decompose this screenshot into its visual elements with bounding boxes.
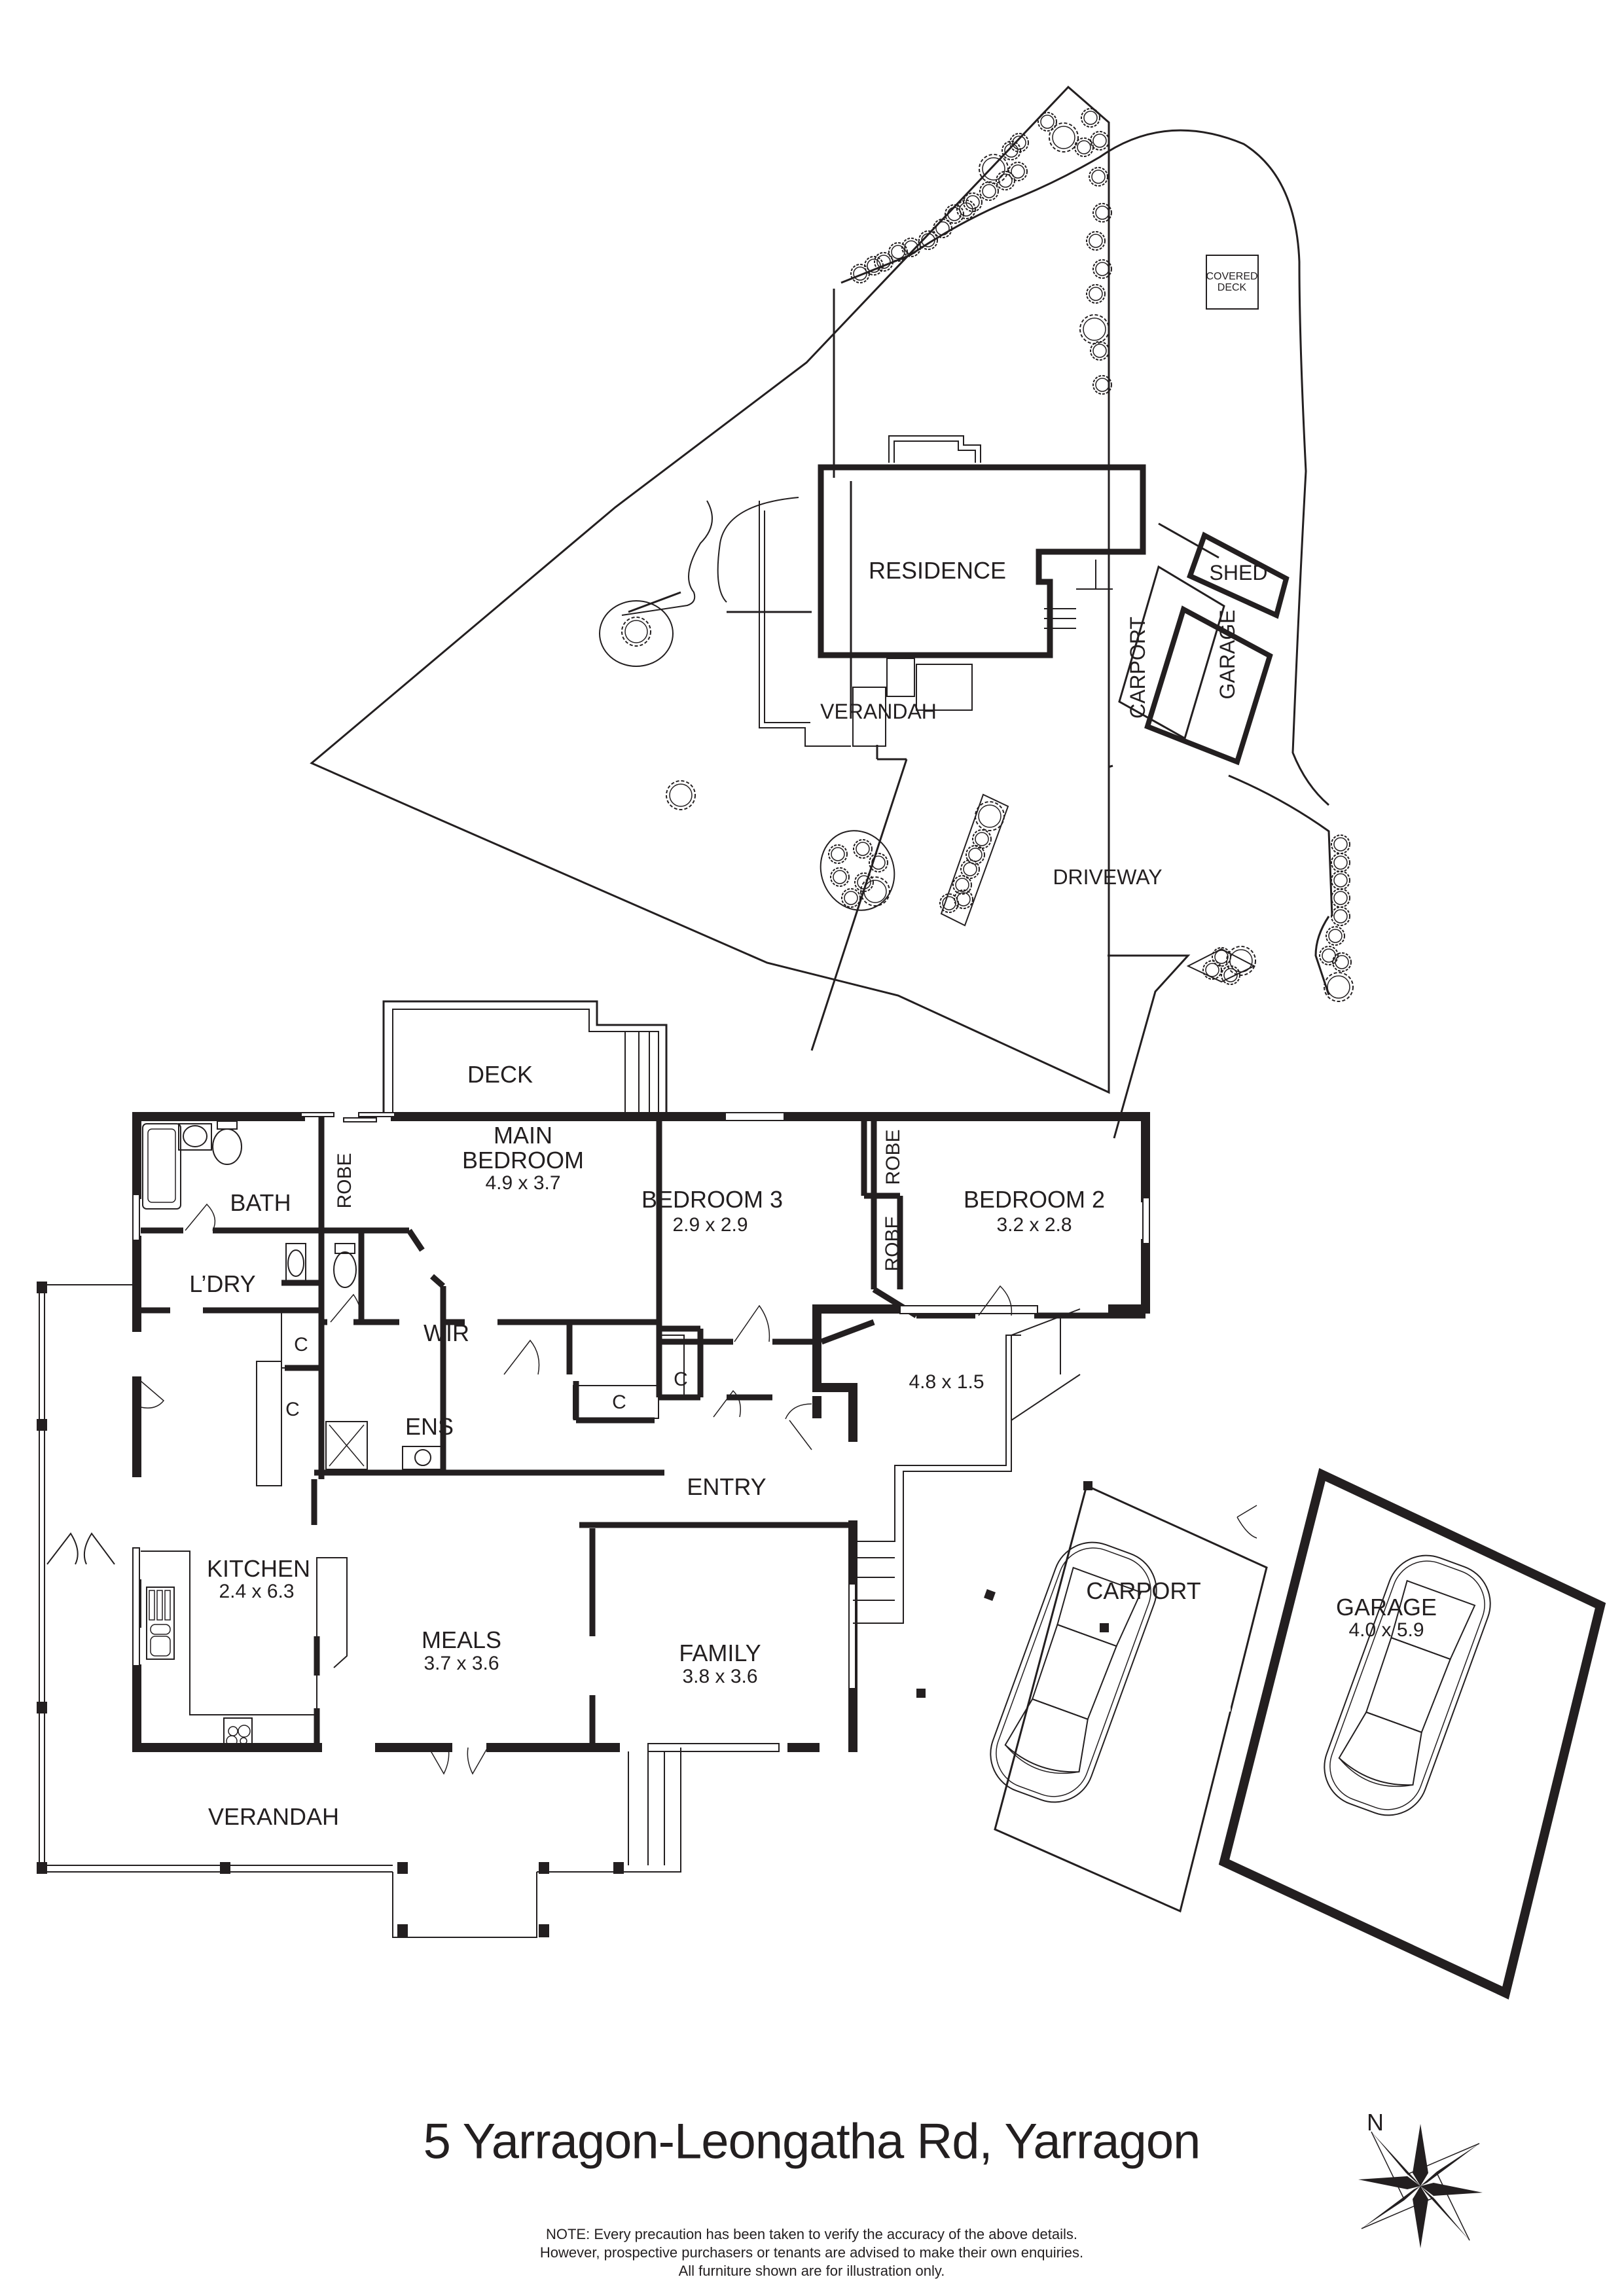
room-size-main-bedroom: 4.9 x 3.7 — [485, 1172, 561, 1194]
room-label-bath: BATH — [230, 1189, 291, 1216]
room-label-main-bedroom-2: BEDROOM — [461, 1147, 585, 1174]
room-size-garage: 4.0 x 5.9 — [1348, 1619, 1424, 1641]
compass-north-label: N — [1367, 2109, 1384, 2136]
site-carport — [1118, 565, 1225, 740]
room-label-robe-b3: ROBE — [882, 1215, 903, 1272]
room-size-bedroom-2: 3.2 x 2.8 — [996, 1214, 1072, 1236]
site-label-driveway: DRIVEWAY — [1053, 865, 1163, 889]
compass-rose-icon — [1358, 2124, 1483, 2248]
cupboard-label: C — [294, 1334, 308, 1355]
room-label-meals: MEALS — [421, 1626, 502, 1653]
room-label-robe-main: ROBE — [334, 1153, 355, 1209]
room-label-kitchen: KITCHEN — [206, 1555, 311, 1582]
address-title: 5 Yarragon-Leongatha Rd, Yarragon — [423, 2113, 1201, 2170]
disclaimer-line-1: NOTE: Every precaution has been taken to… — [545, 2226, 1077, 2242]
cupboard-label: C — [674, 1369, 688, 1390]
disclaimer-note: NOTE: Every precaution has been taken to… — [540, 2225, 1083, 2280]
room-label-robe-b2: ROBE — [882, 1129, 904, 1185]
site-label-garage: GARAGE — [1216, 609, 1239, 700]
site-label-residence: RESIDENCE — [868, 557, 1007, 584]
site-label-covered-deck-2: DECK — [1217, 282, 1247, 293]
room-label-bedroom-3: BEDROOM 3 — [641, 1186, 784, 1213]
site-label-verandah: VERANDAH — [820, 700, 937, 723]
room-label-family: FAMILY — [679, 1640, 761, 1666]
site-label-carport: CARPORT — [1126, 617, 1149, 719]
room-label-wir: WIR — [424, 1319, 469, 1346]
room-label-main-bedroom-1: MAIN — [494, 1122, 552, 1149]
disclaimer-line-3: All furniture shown are for illustration… — [678, 2263, 945, 2279]
site-label-shed: SHED — [1209, 561, 1268, 584]
site-shed — [1187, 531, 1290, 619]
room-label-ens: ENS — [405, 1413, 454, 1440]
room-label-deck: DECK — [467, 1061, 533, 1088]
room-size-meals: 3.7 x 3.6 — [424, 1653, 499, 1674]
disclaimer-line-2: However, prospective purchasers or tenan… — [539, 2244, 1084, 2261]
garage-outline — [1218, 1468, 1606, 2000]
carport-outline — [994, 1484, 1268, 1913]
cupboard-label: C — [612, 1391, 626, 1413]
site-garage — [1144, 605, 1273, 766]
house-floor-plan — [37, 1000, 1606, 2000]
site-covered-deck — [1206, 255, 1259, 310]
site-plan — [310, 85, 1354, 1139]
room-size-kitchen: 2.4 x 6.3 — [219, 1581, 295, 1602]
site-label-covered-deck-1: COVERED — [1206, 271, 1258, 282]
room-label-verandah: VERANDAH — [208, 1803, 340, 1830]
room-label-laundry: L’DRY — [189, 1270, 256, 1297]
cupboard-label: C — [285, 1399, 300, 1420]
room-label-entry: ENTRY — [687, 1473, 767, 1500]
room-size-bedroom-3: 2.9 x 2.9 — [672, 1214, 748, 1236]
property-boundary — [310, 85, 1110, 1094]
room-label-garage: GARAGE — [1335, 1594, 1437, 1621]
residence-outline — [818, 464, 1146, 658]
room-label-bedroom-2: BEDROOM 2 — [963, 1186, 1106, 1213]
room-label-carport: CARPORT — [1086, 1577, 1201, 1604]
room-size-family: 3.8 x 3.6 — [682, 1666, 758, 1687]
room-size-hallway: 4.8 x 1.5 — [909, 1371, 984, 1393]
